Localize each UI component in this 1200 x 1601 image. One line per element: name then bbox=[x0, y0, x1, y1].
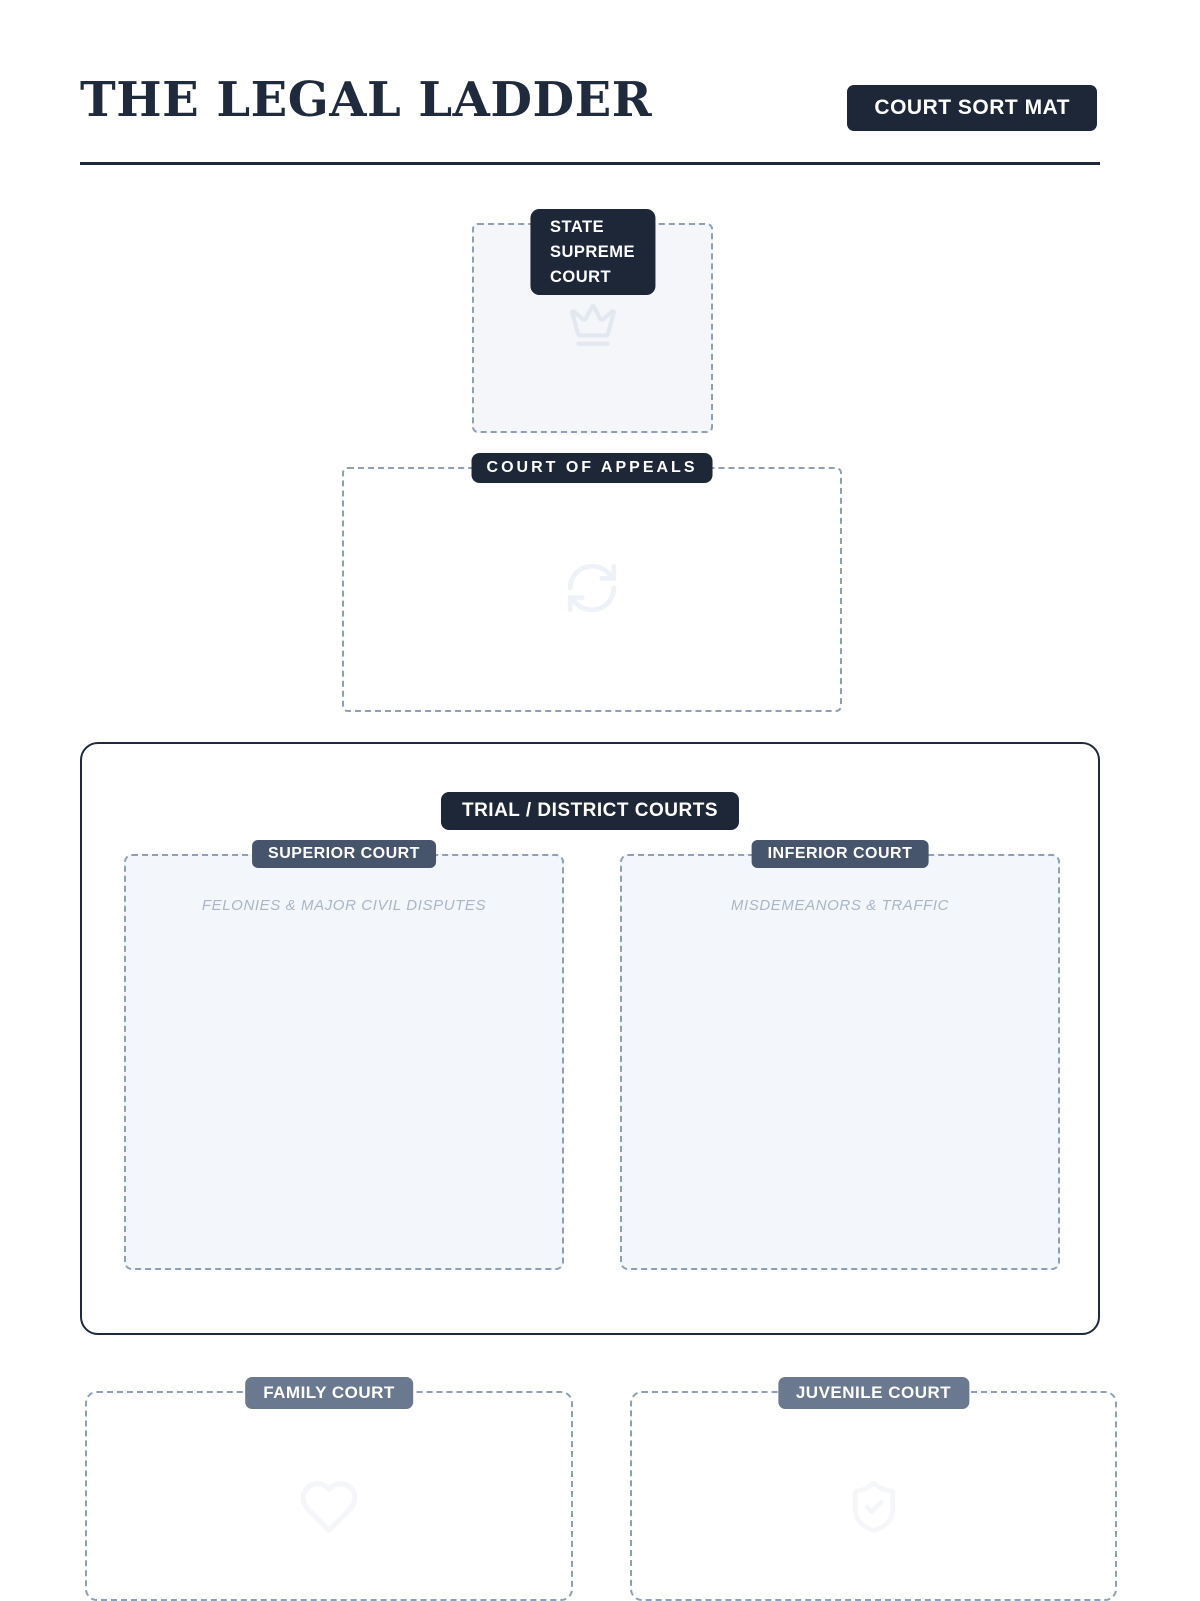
heart-icon bbox=[298, 1476, 360, 1538]
header-divider bbox=[80, 162, 1100, 165]
inferior-court-hint: MISDEMEANORS & TRAFFIC bbox=[730, 897, 950, 914]
superior-court-hint: FELONIES & MAJOR CIVIL DISPUTES bbox=[201, 897, 487, 914]
zone-label-juvenile-court: JUVENILE COURT bbox=[777, 1377, 970, 1409]
shield-check-icon bbox=[846, 1479, 902, 1535]
zone-label-inferior-court: INFERIOR COURT bbox=[751, 840, 929, 868]
drop-zone-court-of-appeals[interactable]: COURT OF APPEALS bbox=[342, 453, 842, 712]
trial-district-courts-container: TRIAL / DISTRICT COURTS SUPERIOR COURT F… bbox=[80, 742, 1100, 1335]
zone-label-trial-district-courts: TRIAL / DISTRICT COURTS bbox=[440, 792, 740, 830]
drop-zone-juvenile-court[interactable]: JUVENILE COURT bbox=[630, 1377, 1117, 1601]
zone-label-family-court: FAMILY COURT bbox=[245, 1377, 413, 1409]
zone-label-state-supreme-court: STATE SUPREME COURT bbox=[529, 209, 656, 296]
refresh-icon bbox=[563, 559, 621, 617]
drop-zone-family-court[interactable]: FAMILY COURT bbox=[85, 1377, 573, 1601]
zone-label-superior-court: SUPERIOR COURT bbox=[252, 840, 436, 868]
zone-label-court-of-appeals: COURT OF APPEALS bbox=[471, 453, 713, 483]
crown-icon bbox=[568, 300, 618, 350]
drop-zone-inferior-court[interactable]: INFERIOR COURT MISDEMEANORS & TRAFFIC bbox=[620, 840, 1060, 1270]
page-title: THE LEGAL LADDER bbox=[80, 72, 653, 128]
drop-zone-superior-court[interactable]: SUPERIOR COURT FELONIES & MAJOR CIVIL DI… bbox=[124, 840, 564, 1270]
court-sort-mat-badge: COURT SORT MAT bbox=[847, 85, 1097, 131]
drop-zone-state-supreme-court[interactable]: STATE SUPREME COURT bbox=[472, 209, 713, 433]
